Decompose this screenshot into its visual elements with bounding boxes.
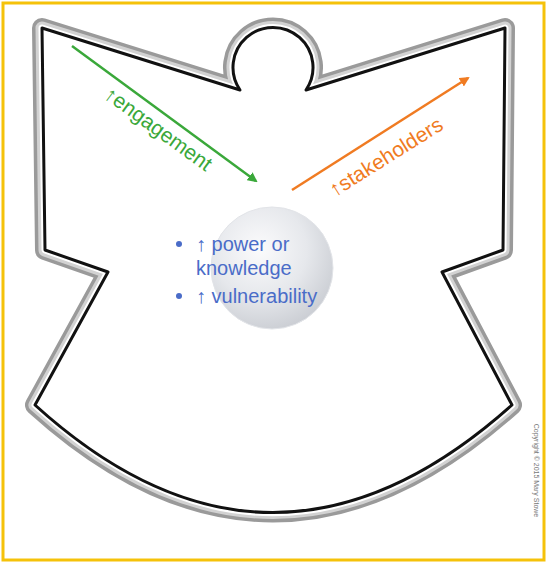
copyright-note: Copyright © 2015 Mary Stowe [532, 423, 541, 516]
bullet-dot [176, 241, 182, 247]
frame [3, 3, 544, 560]
bullet-text: ↑ vulnerability [196, 284, 317, 308]
angel-outline [35, 27, 512, 512]
bullet-dot [176, 293, 182, 299]
center-circle: ↑ power or knowledge↑ vulnerability [210, 206, 334, 330]
bullet-text: ↑ power or knowledge [196, 232, 346, 280]
engagement-arrow [72, 46, 256, 181]
